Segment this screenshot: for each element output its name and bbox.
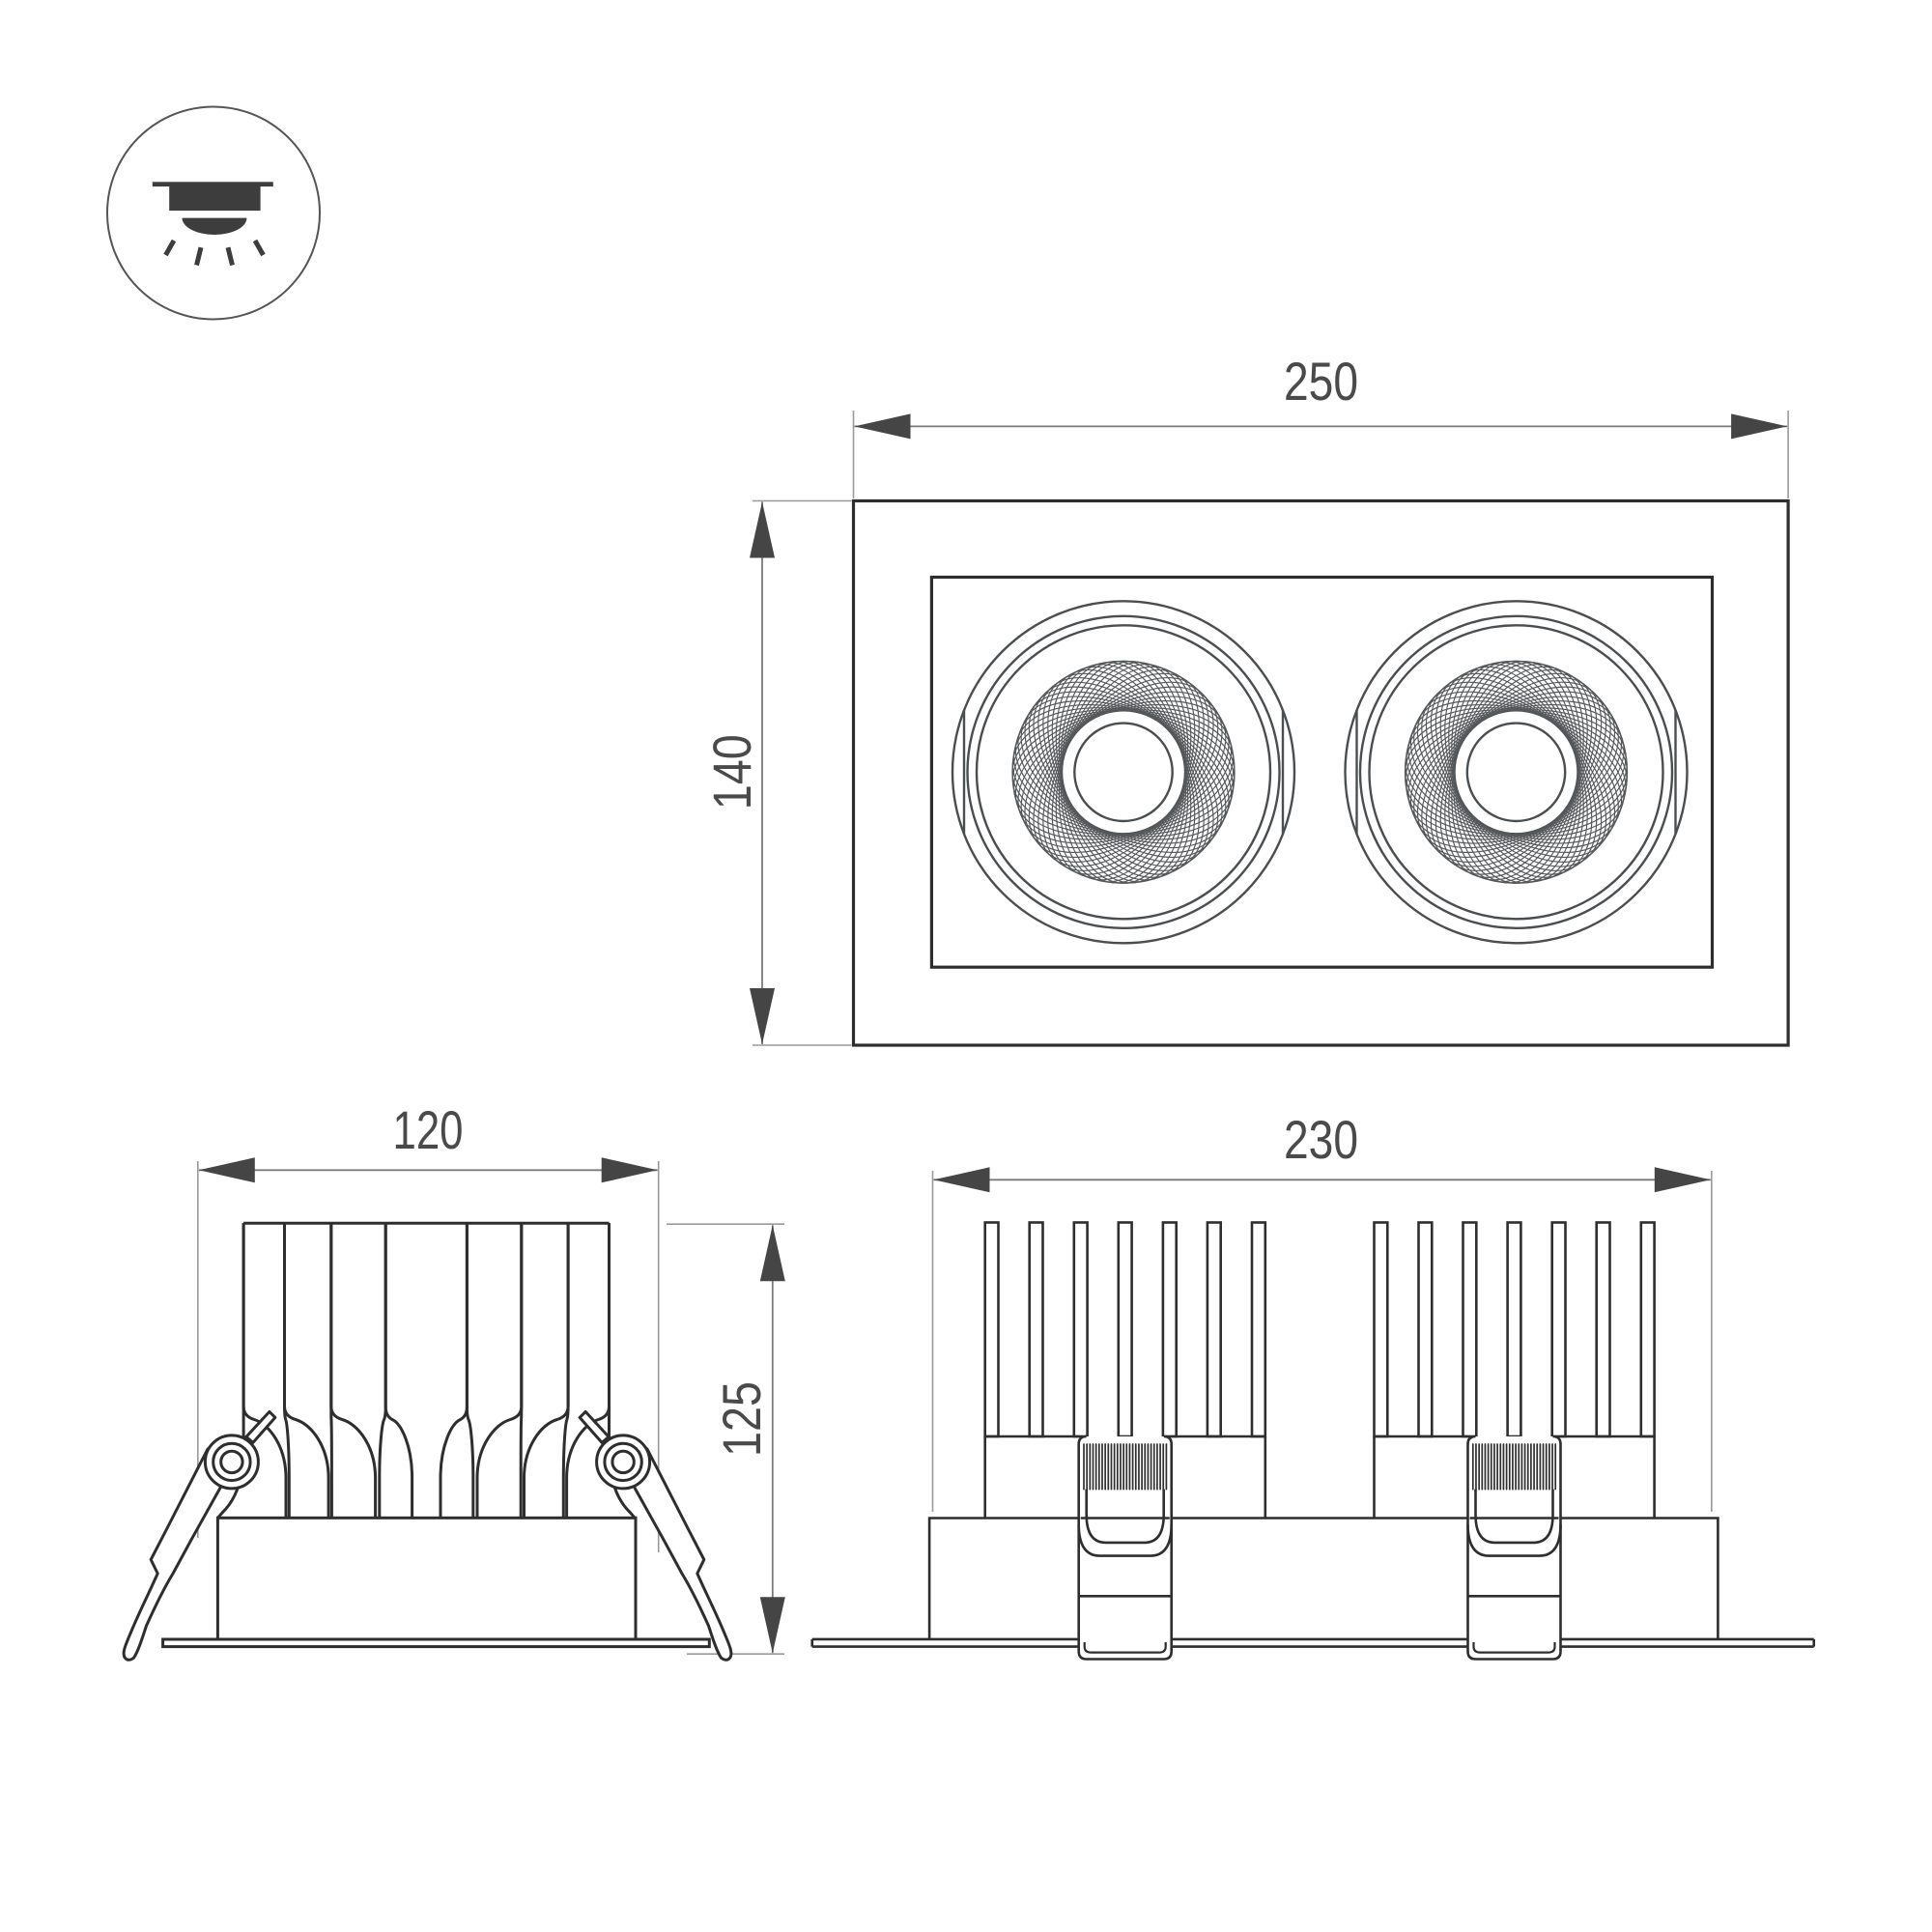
svg-text:230: 230 [1284,1109,1358,1170]
svg-text:250: 250 [1284,351,1358,412]
svg-text:120: 120 [393,1099,464,1160]
svg-text:125: 125 [711,1381,772,1457]
svg-text:140: 140 [701,734,762,810]
